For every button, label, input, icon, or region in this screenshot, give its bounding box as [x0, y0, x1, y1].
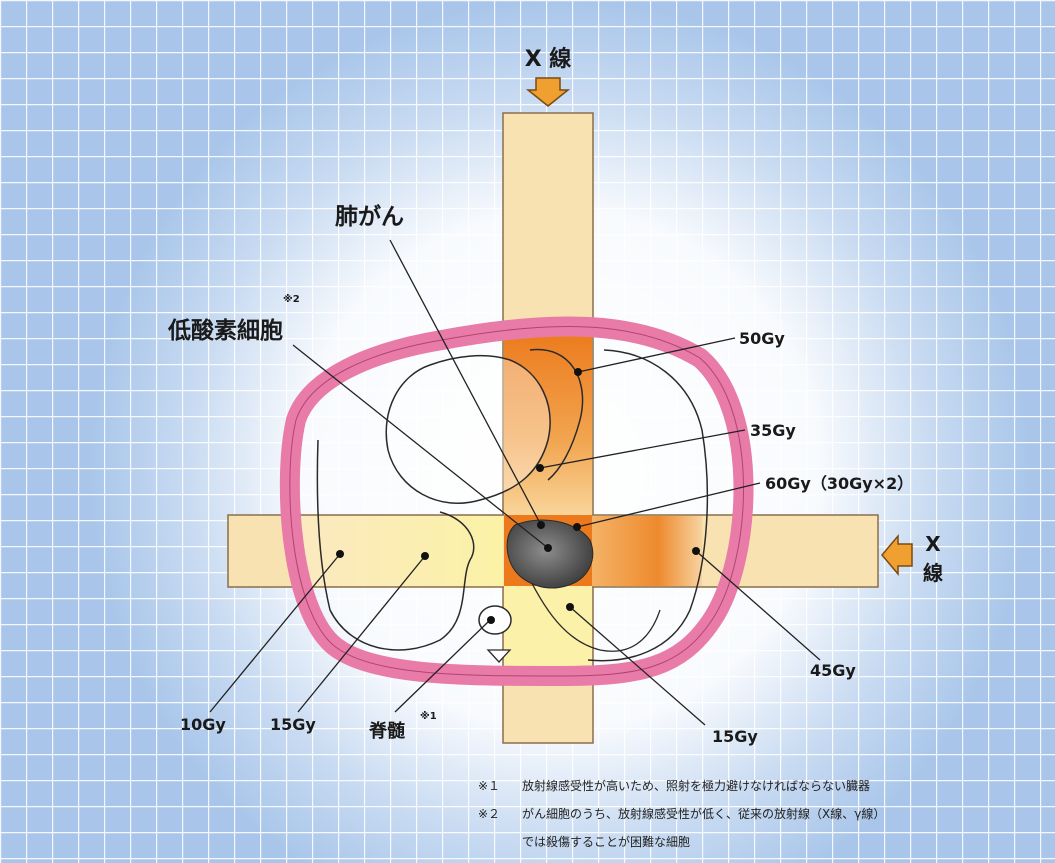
left-arrow-icon — [881, 533, 913, 577]
note-1-text: 放射線感受性が高いため、照射を極力避けなければならない臓器 — [522, 778, 870, 793]
down-arrow-icon — [525, 77, 571, 107]
dot-15gy-right — [566, 603, 574, 611]
beam-label-top: X 線 — [525, 46, 572, 72]
dose-label-45gy: 45Gy — [810, 661, 856, 680]
leader-hypoxic-cell — [292, 344, 549, 549]
label-hypoxic-mark: ※2 — [283, 293, 300, 305]
label-spinal-mark: ※1 — [420, 710, 437, 722]
leader-lung-cancer — [389, 239, 542, 526]
dot-50gy — [574, 368, 582, 376]
note-2-text-2: では殺傷することが困難な細胞 — [522, 834, 690, 849]
beam-label-right-1: X — [925, 532, 941, 556]
dot-45gy — [692, 547, 700, 555]
dose-label-60gy: 60Gy（30Gy×2） — [765, 474, 913, 493]
dose-region-left — [300, 516, 503, 586]
note-1-mark: ※１ — [478, 779, 500, 793]
dose-label-35gy: 35Gy — [750, 421, 796, 440]
dot-lung-cancer — [537, 521, 545, 529]
note-2-mark: ※２ — [478, 807, 500, 821]
dose-region-bottom — [504, 586, 592, 676]
leader-35gy — [539, 429, 746, 469]
dose-region-right — [592, 516, 702, 586]
dot-35gy — [536, 464, 544, 472]
right-lung-outline — [385, 354, 551, 504]
leader-10gy — [209, 553, 341, 713]
beam-label-right-2: 線 — [923, 561, 943, 585]
label-lung-cancer: 肺がん — [335, 203, 404, 230]
leader-50gy — [577, 337, 736, 373]
dose-label-15gy-right: 15Gy — [712, 727, 758, 746]
heart-contour — [529, 348, 584, 481]
dot-60gy — [573, 523, 581, 531]
marker-dots — [336, 368, 700, 624]
vertebra — [486, 649, 512, 663]
lower-lung-outline — [316, 439, 475, 651]
leader-60gy — [576, 482, 761, 528]
dot-hypoxic — [544, 544, 552, 552]
label-spinal-cord: 脊髄 — [368, 720, 406, 742]
dose-label-15gy-left: 15Gy — [270, 715, 316, 734]
dot-15gy-left — [421, 552, 429, 560]
dose-label-50gy: 50Gy — [739, 329, 785, 348]
leader-lines — [209, 239, 821, 726]
note-2-text: がん細胞のうち、放射線感受性が低く、従来の放射線（X線、γ線） — [522, 806, 885, 821]
left-lung-outline — [587, 349, 709, 662]
leader-15gy-right — [569, 606, 706, 726]
dot-10gy — [336, 550, 344, 558]
leader-45gy — [695, 550, 821, 661]
label-hypoxic-cell: 低酸素細胞 — [167, 317, 283, 344]
body-ring-outline — [289, 325, 744, 677]
dot-spinal — [487, 616, 495, 624]
tumor — [506, 519, 594, 589]
leader-15gy-left — [297, 555, 426, 713]
leader-spinal-cord — [394, 621, 489, 713]
mediastinum-contour — [519, 559, 661, 652]
dose-label-10gy: 10Gy — [180, 715, 226, 734]
